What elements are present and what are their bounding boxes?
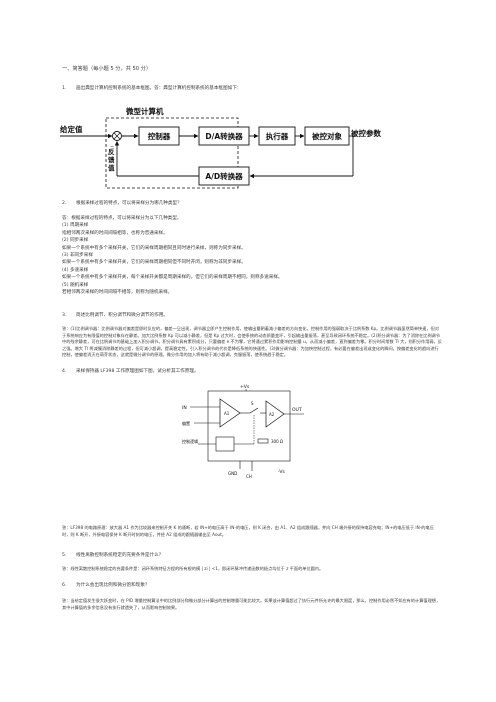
- question-6: 6.为什么会出现比例和微分饱和现象？: [62, 583, 150, 588]
- svg-text:偏置: 偏置: [182, 420, 190, 426]
- answer-5: 答：线性离散控制系统稳定的充要条件是：闭环系统特征方程的所有根的模 | zi |…: [62, 566, 324, 571]
- question-4: 4.采样保持器 LF398 工作原理图如下图，试分析其工作原理。: [62, 369, 199, 374]
- question-3: 3.简述比例调节、积分调节和微分调节的作用。: [62, 313, 168, 318]
- question-text: 画出典型计算机控制系统的基本框图。答：典型计算机控制系统的基本框图如下：: [76, 86, 242, 91]
- svg-text:IN: IN: [182, 405, 187, 411]
- svg-text:+Vs: +Vs: [240, 384, 250, 390]
- answer-2: 答：根据采样过程的特点，可以将采样分为以下几种类型。 (1) 周期采样 指相邻两…: [62, 216, 283, 296]
- control-system-block-diagram: 微型计算机 给定值 − 反馈值 控制器 D/A转换器 执行器 被控对象: [60, 106, 357, 189]
- switch: [249, 407, 259, 414]
- svg-text:控制器: 控制器: [148, 131, 171, 141]
- chip-boundary: [207, 390, 291, 462]
- svg-text:控制逻辑: 控制逻辑: [182, 438, 198, 444]
- question-2: 2.根据采样过程的特点，可以将采样分为哪几种类型？: [62, 201, 182, 206]
- svg-text:被控对象: 被控对象: [312, 131, 342, 141]
- svg-text:−: −: [110, 144, 114, 150]
- setpoint-label: 给定值: [60, 124, 83, 134]
- question-5: 5.线性离散控制系统稳定的充要条件是什么？: [62, 553, 164, 558]
- amplifier-a2: [265, 400, 285, 428]
- question-number: 1.: [62, 86, 67, 91]
- svg-text:D/A转换器: D/A转换器: [205, 131, 243, 141]
- output-label: 被控参数: [351, 129, 381, 138]
- question-1: 1. 画出典型计算机控制系统的基本框图。答：典型计算机控制系统的基本框图如下：: [62, 85, 241, 91]
- svg-text:A/D转换器: A/D转换器: [205, 171, 243, 181]
- answer-3: 答：(1)比例调节器：比例调节器对偏差是即时反应的，偏差一旦出现，调节器立即产生…: [62, 326, 442, 358]
- svg-text:GND: GND: [228, 471, 237, 476]
- svg-text:A2: A2: [269, 412, 275, 417]
- section-title: 一、简答题（每小题 5 分，共 50 分）: [62, 66, 152, 72]
- svg-text:OUT: OUT: [292, 407, 302, 413]
- svg-text:300 Ω: 300 Ω: [271, 439, 283, 444]
- amplifier-a1: [219, 398, 241, 428]
- svg-text:S: S: [251, 401, 254, 406]
- svg-text:CH: CH: [246, 474, 252, 479]
- microcomputer-boundary: [105, 117, 239, 189]
- feedback-label: 反馈值: [108, 147, 115, 172]
- microcomputer-label: 微型计算机: [125, 106, 164, 116]
- svg-text:-Vs: -Vs: [278, 469, 285, 475]
- svg-text:执行器: 执行器: [266, 131, 289, 141]
- svg-text:A1: A1: [224, 411, 230, 416]
- answer-6: 答：当给定值发生很大跃变时，在 PID 增量控制算法中的比例部分和微分部分计算出…: [62, 598, 441, 610]
- logic-block: [215, 436, 235, 452]
- lf398-schematic: +Vs IN 偏置 A1 S A2 OUT 控制逻辑 300 Ω CH GND …: [182, 384, 304, 479]
- answer-4: 答：LF398 的电路原理：放大器 A1 作为比较器来控制开关 K 的通断，若 …: [62, 525, 434, 537]
